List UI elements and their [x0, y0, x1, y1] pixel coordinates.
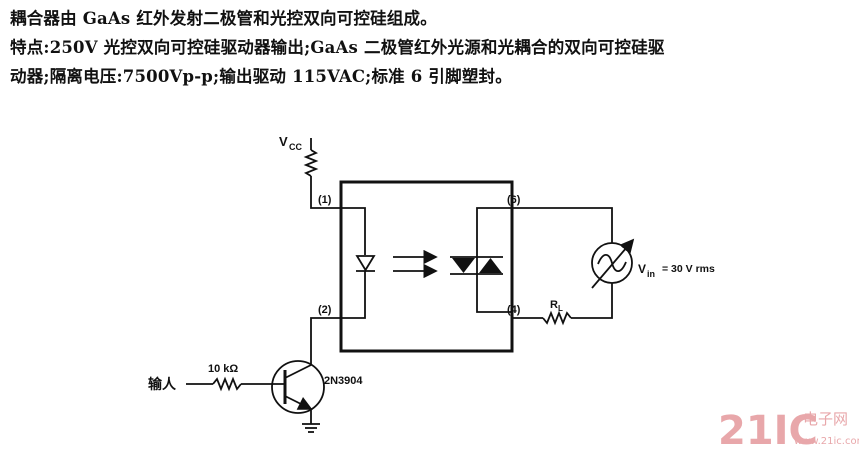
transistor-2n3904: [271, 360, 325, 414]
base-resistor-label: 10 kΩ: [208, 363, 238, 375]
input-label: 输人: [148, 376, 177, 392]
led-anode-wire: [343, 207, 366, 255]
description: 耦合器由 GaAs 红外发射二极管和光控双向可控硅组成。 特点:250V 光控双…: [10, 4, 855, 91]
vcc-label: V: [279, 134, 288, 149]
load-resistor: [542, 310, 572, 326]
description-line-3: 动器;隔离电压:7500Vp-p;输出驱动 115VAC;标准 6 引脚塑封。: [10, 67, 512, 86]
transistor-emitter: [284, 395, 313, 410]
led-diode-icon: [355, 255, 376, 272]
source-value-label: = 30 V rms: [662, 263, 715, 275]
led-cathode-wire: [343, 271, 366, 319]
watermark-logo: 21IC: [718, 408, 818, 454]
transistor-collector: [284, 364, 312, 379]
pullup-resistor: [303, 149, 319, 177]
pin6-wire: [512, 207, 613, 243]
pin1-label: (1): [318, 194, 332, 206]
load-subscript: L: [558, 304, 563, 313]
pin4-label: (4): [507, 304, 521, 316]
variable-arrow-icon: [591, 238, 635, 289]
watermark-cn: 电子网: [803, 410, 848, 428]
pin2-wire: [310, 317, 343, 365]
sine-wave-icon: [597, 254, 627, 272]
optocoupler-package: [339, 180, 514, 353]
pin1-wire: [310, 176, 343, 209]
load-label: R: [550, 299, 558, 311]
triac-diode-down-icon: [452, 258, 475, 273]
vcc-subscript: CC: [289, 142, 302, 152]
triac-diode-up-icon: [479, 258, 502, 273]
pin2-label: (2): [318, 304, 332, 316]
return-wire: [571, 283, 613, 319]
triac-wires: [476, 207, 512, 313]
pin6-label: (6): [507, 194, 521, 206]
base-resistor: [212, 376, 242, 392]
source-v-subscript: in: [647, 269, 655, 279]
description-line-2: 特点:250V 光控双向可控硅驱动器输出;GaAs 二极管红外光源和光耦合的双向…: [10, 38, 665, 57]
transistor-label: 2N3904: [324, 375, 363, 387]
description-line-1: 耦合器由 GaAs 红外发射二极管和光控双向可控硅组成。: [10, 9, 437, 28]
watermark-url: www.21ic.com: [794, 436, 859, 447]
source-v-label: V: [638, 262, 646, 276]
